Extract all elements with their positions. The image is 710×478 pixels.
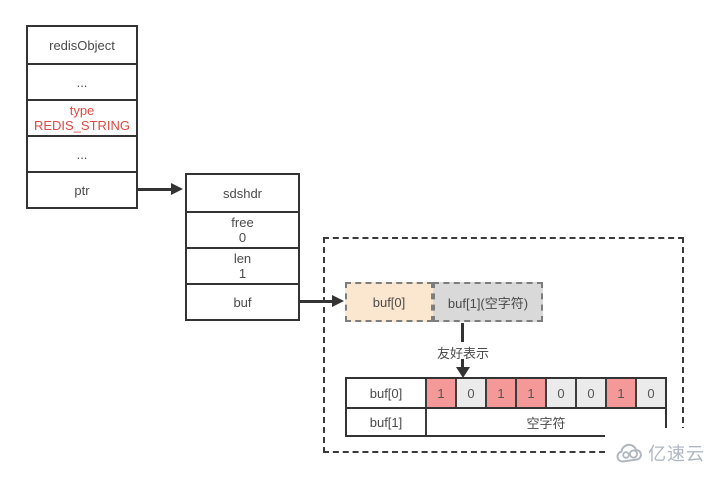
bit-row1-label: buf[1] — [347, 409, 425, 435]
sdshdr-buf-row: buf — [187, 283, 298, 319]
sdshdr-free-row: free 0 — [187, 211, 298, 247]
redis-object-title: redisObject — [49, 37, 115, 53]
redis-object-ptr-row: ptr — [28, 171, 136, 207]
redis-object-table: redisObject ... type REDIS_STRING ... pt… — [26, 25, 138, 209]
len-value: 1 — [238, 266, 247, 281]
redis-object-dots-top: ... — [28, 63, 136, 99]
bit-cell-0: 1 — [425, 379, 455, 407]
bit-cell-4: 0 — [545, 379, 575, 407]
buf0-box: buf[0] — [345, 282, 433, 322]
bit-cell-5: 0 — [575, 379, 605, 407]
buf-arrow-line — [300, 300, 334, 303]
watermark-brand-text: 亿速云 — [648, 444, 705, 464]
bit-table-row-buf0: buf[0] 1 0 1 1 0 0 1 0 — [347, 379, 665, 407]
bit-cell-1: 0 — [455, 379, 485, 407]
buf1-box: buf[1](空字符) — [433, 282, 543, 322]
free-label: free — [231, 215, 254, 230]
friendly-representation-label: 友好表示 — [436, 346, 489, 361]
watermark: 亿速云 — [605, 428, 710, 478]
ptr-arrow-head-icon — [171, 183, 183, 195]
bit-cell-2: 1 — [485, 379, 515, 407]
sdshdr-title: sdshdr — [222, 185, 263, 201]
cloud-logo-icon — [615, 442, 645, 464]
friendly-connector-bottom-line — [461, 359, 464, 368]
friendly-connector-top-line — [461, 323, 464, 342]
bit-cell-6: 1 — [605, 379, 635, 407]
sdshdr-len-row: len 1 — [187, 247, 298, 283]
bit-cell-3: 1 — [515, 379, 545, 407]
bit-table: buf[0] 1 0 1 1 0 0 1 0 buf[1] 空字符 — [345, 377, 667, 437]
type-value: REDIS_STRING — [33, 118, 131, 133]
type-label: type — [69, 103, 95, 118]
bit-cell-7: 0 — [635, 379, 665, 407]
ptr-arrow-line — [138, 188, 173, 191]
friendly-arrow-head-icon — [456, 367, 470, 378]
bit-row0-label: buf[0] — [347, 379, 425, 407]
redis-object-dots-bottom: ... — [28, 135, 136, 171]
dashed-region — [323, 237, 684, 453]
sdshdr-table: sdshdr free 0 len 1 buf — [185, 173, 300, 321]
buf-arrow-head-icon — [332, 295, 344, 307]
free-value: 0 — [238, 230, 247, 245]
len-label: len — [233, 251, 252, 266]
redis-object-type-row: type REDIS_STRING — [28, 99, 136, 135]
